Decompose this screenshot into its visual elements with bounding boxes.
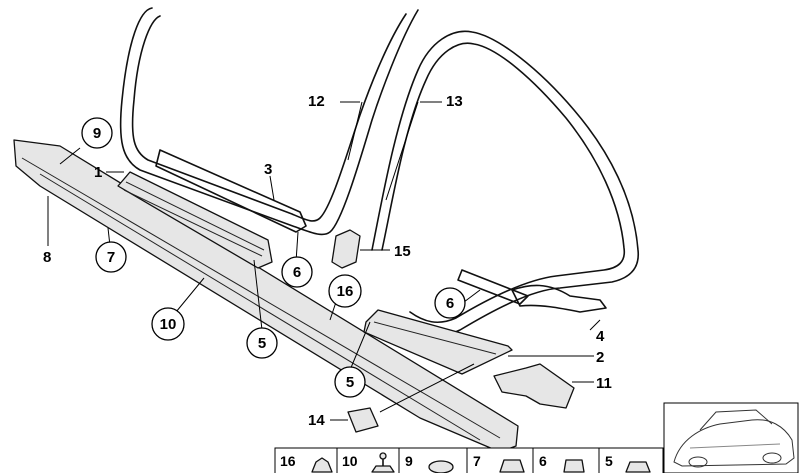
callout-8: 8 <box>43 249 51 266</box>
legend-number: 16 <box>280 453 296 469</box>
callout-3: 3 <box>264 161 272 178</box>
callout-15: 15 <box>394 243 411 260</box>
front-entrance-trim <box>117 171 273 269</box>
legend-number: 7 <box>473 453 481 469</box>
callout-16: 16 <box>337 283 354 300</box>
rear-door-seal <box>371 30 639 337</box>
inner-sill-strip-rear <box>457 269 529 305</box>
legend-number: 10 <box>342 453 358 469</box>
callout-16-bubble <box>328 274 362 308</box>
legend-number: 9 <box>405 453 413 469</box>
plug-icon <box>563 459 585 473</box>
callout-6b-bubble <box>434 287 466 319</box>
legend-cell <box>466 447 534 473</box>
insert-piece <box>347 407 379 433</box>
corner-cover <box>331 229 361 269</box>
callout-4: 4 <box>596 328 605 345</box>
clip-icon <box>311 457 333 473</box>
front-door-seal <box>119 7 419 236</box>
callout-14: 14 <box>308 412 325 429</box>
callout-5b: 5 <box>346 374 354 391</box>
callout-5b-bubble <box>334 366 366 398</box>
callout-6b: 6 <box>446 295 454 312</box>
callout-5a-bubble <box>246 327 278 359</box>
clip-icon <box>499 459 525 473</box>
car-outline-icon <box>673 409 795 468</box>
leader-lines <box>47 101 601 421</box>
callout-1: 1 <box>94 164 102 181</box>
fastener-legend: 16 10 9 7 6 5 <box>274 447 664 473</box>
callout-7: 7 <box>107 249 115 266</box>
inner-sill-strip-front <box>155 149 307 233</box>
callout-7-bubble <box>95 241 127 273</box>
clip-icon <box>625 461 651 473</box>
legend-number: 6 <box>539 453 547 469</box>
callout-6a-bubble <box>281 256 313 288</box>
callout-6a: 6 <box>293 264 301 281</box>
jack-bracket <box>493 363 575 409</box>
grommet-icon <box>428 460 454 473</box>
callout-9-bubble <box>81 117 113 149</box>
callout-12: 12 <box>308 93 325 110</box>
callout-10-bubble <box>151 307 185 341</box>
car-thumbnail <box>663 402 799 473</box>
callout-13: 13 <box>446 93 463 110</box>
legend-number: 5 <box>605 453 613 469</box>
callout-9: 9 <box>93 125 101 142</box>
callout-10: 10 <box>160 316 177 333</box>
callout-5a: 5 <box>258 335 266 352</box>
callout-2: 2 <box>596 349 604 366</box>
expansion-rivet-icon <box>371 452 395 473</box>
rear-seal-end-piece <box>511 284 607 313</box>
callout-11: 11 <box>596 375 612 392</box>
rear-entrance-trim <box>363 309 513 375</box>
